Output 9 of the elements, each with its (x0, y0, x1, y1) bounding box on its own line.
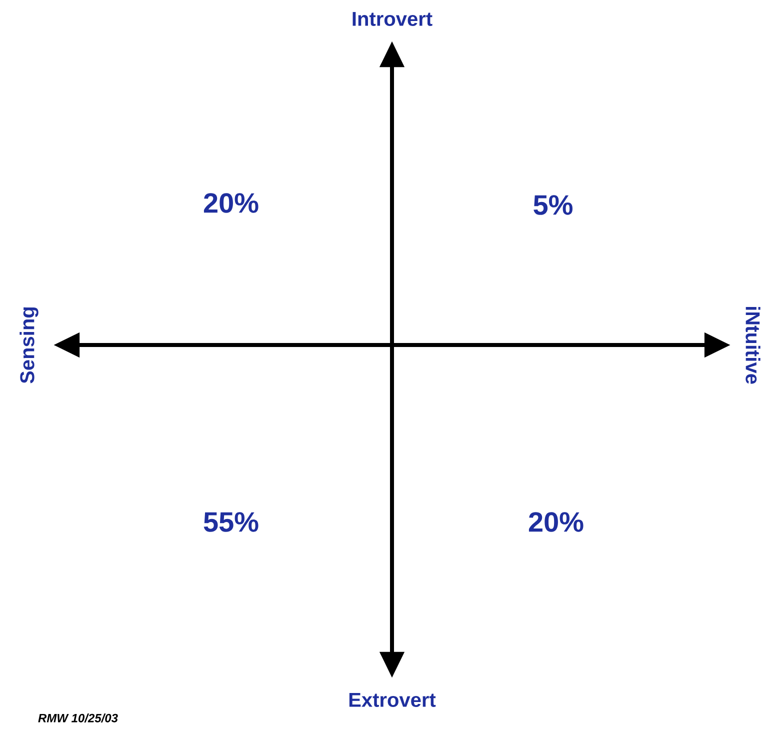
percentage: 20% (204, 193, 258, 213)
axis-label: Introvert (352, 12, 432, 26)
axis-label: iNtuitive (746, 306, 760, 384)
percentage: 20% (528, 512, 584, 532)
percentage: 55% (204, 512, 258, 532)
axis-label: Extrovert (349, 693, 436, 707)
percentage: 5% (534, 195, 572, 215)
axis-label: Sensing (20, 307, 38, 384)
note: RMW 10/25/03 (38, 714, 118, 722)
